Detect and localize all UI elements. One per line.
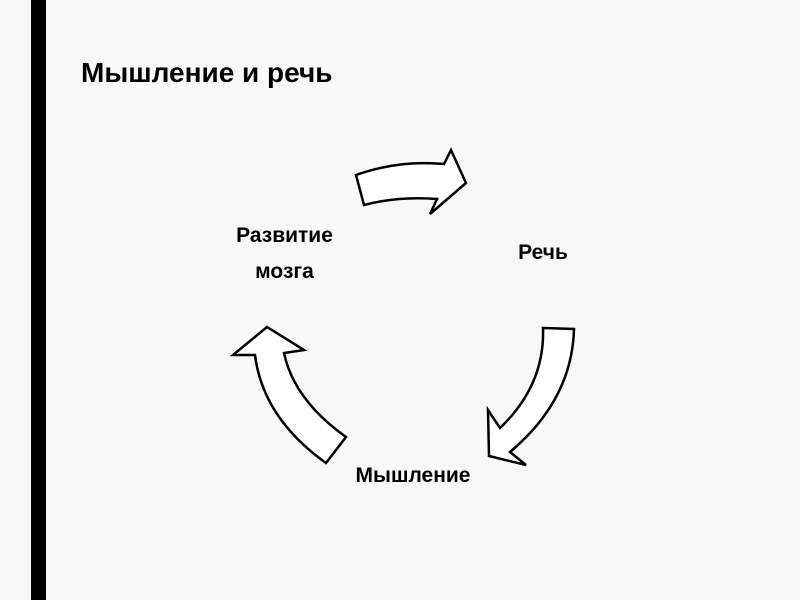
left-accent-bar [31, 0, 46, 600]
node-brain-development: Развитие мозга [212, 218, 357, 290]
arrow-brain-to-speech [354, 147, 468, 215]
node-thinking: Мышление [355, 464, 471, 487]
node-brain-development-line1: Развитие [236, 224, 333, 247]
node-speech: Речь [518, 241, 568, 264]
node-brain-development-line2: мозга [255, 260, 314, 283]
arrow-speech-to-thinking [486, 326, 576, 467]
slide-title: Мышление и речь [81, 57, 333, 88]
arrow-thinking-to-brain [229, 325, 348, 465]
